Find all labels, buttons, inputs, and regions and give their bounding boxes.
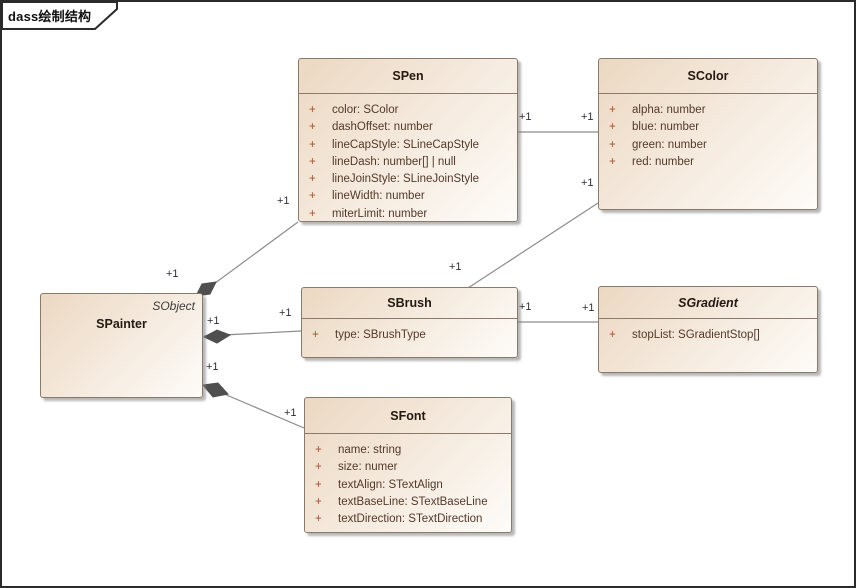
- attribute-text: lineDash: number[] | null: [332, 155, 456, 168]
- attribute-row: + lineJoinStyle: SLineJoinStyle: [299, 169, 517, 186]
- multiplicity-label: +1: [206, 361, 219, 373]
- visibility-sign: +: [309, 138, 316, 151]
- attribute-compartment: + type: SBrushType: [302, 319, 517, 342]
- class-name: SBrush: [302, 288, 517, 319]
- attribute-row: + lineCapStyle: SLineCapStyle: [299, 135, 517, 152]
- composition-diamond-icon: [202, 329, 232, 344]
- class-SGradient[interactable]: SGradient + stopList: SGradientStop[]: [598, 286, 818, 373]
- visibility-sign: +: [315, 495, 322, 508]
- attribute-text: type: SBrushType: [335, 329, 426, 341]
- attribute-row: + lineDash: number[] | null: [299, 152, 517, 169]
- attribute-text: miterLimit: number: [332, 207, 428, 220]
- attribute-row: + alpha: number: [599, 100, 817, 117]
- visibility-sign: +: [315, 513, 322, 526]
- class-name: SPainter: [96, 317, 147, 331]
- attribute-row: + stopList: SGradientStop[]: [599, 325, 817, 342]
- visibility-sign: +: [309, 173, 316, 186]
- attribute-row: + size: numer: [305, 457, 511, 474]
- visibility-sign: +: [309, 121, 316, 134]
- attribute-row: + textBaseLine: STextBaseLine: [305, 492, 511, 509]
- class-SFont[interactable]: SFont + name: string + size: numer + textAlign…: [304, 397, 512, 533]
- attribute-row: + color: SColor: [299, 100, 517, 117]
- multiplicity-label: +1: [519, 111, 532, 123]
- visibility-sign: +: [309, 190, 316, 203]
- attribute-row: + miterLimit: number: [299, 204, 517, 221]
- attribute-text: color: SColor: [332, 104, 399, 116]
- attribute-compartment: + name: string + size: numer + textAlign: STe…: [305, 434, 511, 526]
- attribute-text: textAlign: STextAlign: [338, 478, 443, 491]
- multiplicity-label: +1: [581, 111, 594, 123]
- visibility-sign: +: [609, 155, 616, 168]
- multiplicity-label: +1: [449, 261, 462, 273]
- attribute-text: dashOffset: number: [332, 121, 433, 134]
- attribute-text: blue: number: [632, 121, 700, 134]
- visibility-sign: +: [609, 138, 616, 151]
- attribute-row: + dashOffset: number: [299, 117, 517, 134]
- attribute-compartment: + color: SColor + dashOffset: number + lineCa…: [299, 94, 517, 221]
- attribute-row: + red: number: [599, 152, 817, 169]
- visibility-sign: +: [315, 444, 322, 456]
- visibility-sign: +: [309, 104, 316, 116]
- class-SPen[interactable]: SPen + color: SColor + dashOffset: number + li…: [298, 58, 518, 222]
- attribute-text: green: number: [632, 138, 707, 151]
- visibility-sign: +: [609, 121, 616, 134]
- multiplicity-label: +1: [284, 407, 297, 419]
- attribute-text: name: string: [338, 444, 402, 456]
- connector-painter-pen[interactable]: [202, 221, 299, 293]
- frame-title: dass绘制结构: [8, 9, 92, 24]
- attribute-row: + textAlign: STextAlign: [305, 475, 511, 492]
- visibility-sign: +: [309, 155, 316, 168]
- class-name: SPen: [299, 59, 517, 94]
- composition-diamond-icon: [202, 382, 229, 398]
- attribute-text: lineCapStyle: SLineCapStyle: [332, 138, 480, 151]
- visibility-sign: +: [315, 478, 322, 491]
- class-SColor[interactable]: SColor + alpha: number + blue: number + green:…: [598, 58, 818, 210]
- attribute-text: stopList: SGradientStop[]: [632, 329, 760, 341]
- attribute-text: lineWidth: number: [332, 190, 425, 203]
- attribute-row: + type: SBrushType: [302, 325, 517, 342]
- attribute-row: + blue: number: [599, 117, 817, 134]
- attribute-row: + green: number: [599, 135, 817, 152]
- class-name: SColor: [599, 59, 817, 94]
- superclass-annotation: SObject: [152, 299, 195, 313]
- attribute-compartment: + stopList: SGradientStop[]: [599, 319, 817, 342]
- visibility-sign: +: [609, 329, 616, 341]
- multiplicity-label: +1: [277, 195, 290, 207]
- class-name: SGradient: [599, 287, 817, 319]
- attribute-text: lineJoinStyle: SLineJoinStyle: [332, 173, 480, 186]
- multiplicity-label: +1: [207, 315, 220, 327]
- attribute-text: red: number: [632, 155, 695, 168]
- class-SBrush[interactable]: SBrush + type: SBrushType: [301, 287, 518, 358]
- multiplicity-label: +1: [166, 268, 179, 280]
- class-name: SFont: [305, 398, 511, 434]
- attribute-text: textBaseLine: STextBaseLine: [338, 495, 488, 508]
- attribute-row: + lineWidth: number: [299, 186, 517, 203]
- visibility-sign: +: [315, 461, 322, 474]
- multiplicity-label: +1: [581, 177, 594, 189]
- attribute-row: + textDirection: STextDirection: [305, 509, 511, 526]
- attribute-text: alpha: number: [632, 104, 706, 116]
- visibility-sign: +: [312, 329, 319, 341]
- visibility-sign: +: [609, 104, 616, 116]
- attribute-text: textDirection: STextDirection: [338, 513, 483, 526]
- multiplicity-label: +1: [519, 301, 532, 313]
- visibility-sign: +: [309, 207, 316, 220]
- connector-brush-color[interactable]: [467, 202, 599, 289]
- multiplicity-label: +1: [582, 302, 595, 314]
- frame-tab-shape: [1, 1, 118, 30]
- attribute-row: + name: string: [305, 440, 511, 457]
- multiplicity-label: +1: [279, 307, 292, 319]
- composition-diamond-icon: [195, 281, 217, 297]
- attribute-compartment: + alpha: number + blue: number + green: numbe…: [599, 94, 817, 169]
- attribute-text: size: numer: [338, 461, 398, 474]
- frame-label-tab[interactable]: [0, 0, 130, 32]
